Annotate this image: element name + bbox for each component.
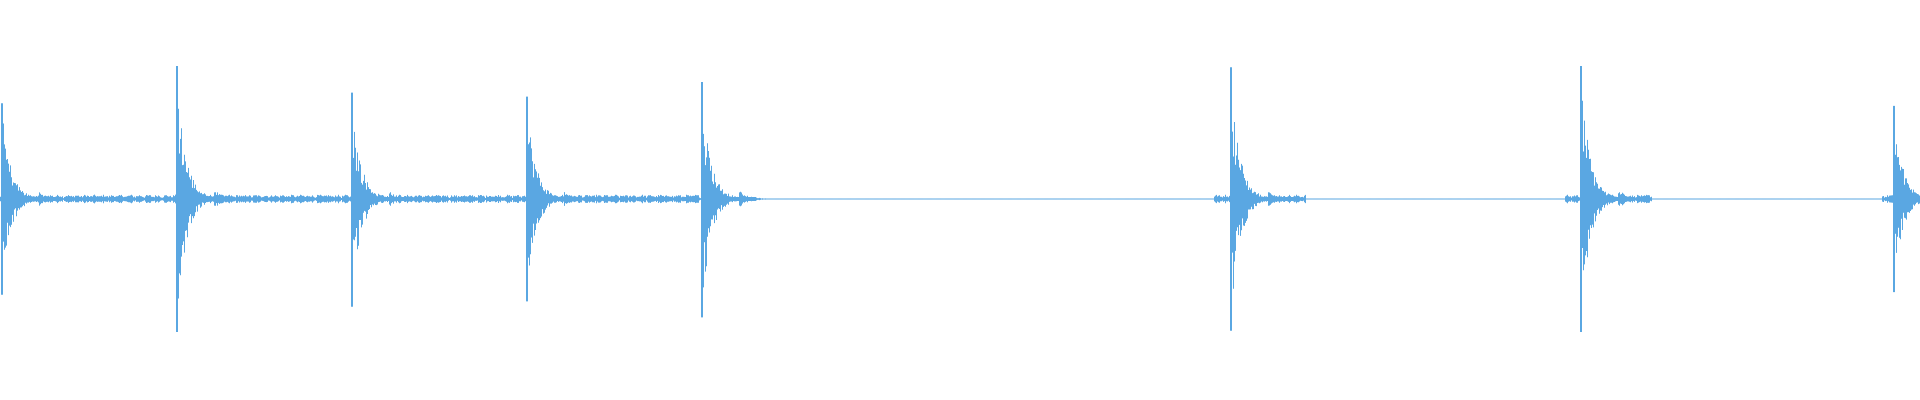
waveform-peak	[351, 92, 421, 307]
waveform-peak	[1, 103, 71, 295]
waveform-peak	[1230, 67, 1300, 331]
waveform-peak	[1893, 105, 1920, 293]
waveform-peak	[701, 82, 771, 318]
waveform-peak	[526, 96, 596, 302]
waveform-peak	[176, 66, 246, 332]
waveform-peak	[1580, 66, 1650, 332]
